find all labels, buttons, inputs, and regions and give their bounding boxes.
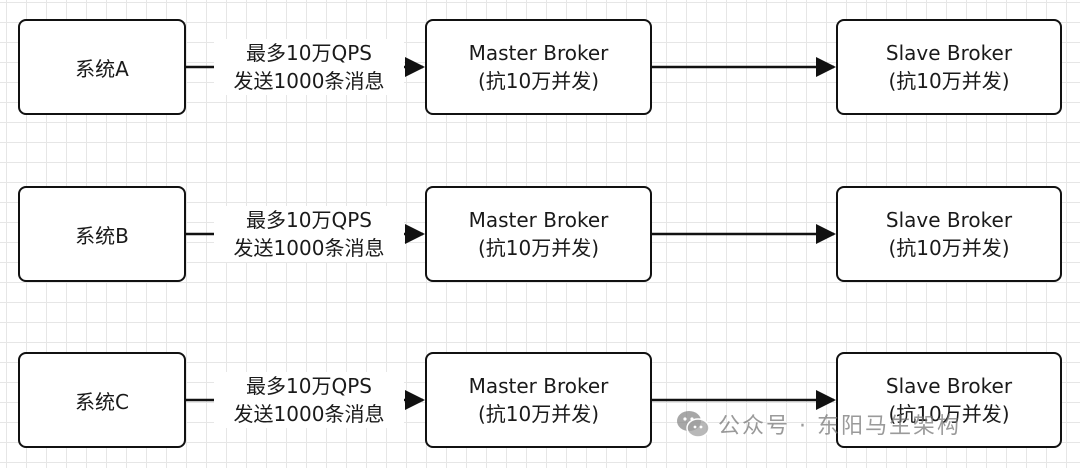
master-broker-a-title: Master Broker <box>468 41 609 65</box>
master-broker-b-box: Master Broker (抗10万并发) <box>425 186 652 282</box>
edge-label-c: 最多10万QPS 发送1000条消息 <box>214 372 404 428</box>
slave-broker-a-title: Slave Broker <box>885 41 1013 65</box>
slave-broker-a-box: Slave Broker (抗10万并发) <box>836 19 1062 115</box>
edge-label-b: 最多10万QPS 发送1000条消息 <box>214 206 404 262</box>
master-broker-b-title: Master Broker <box>468 208 609 232</box>
system-c-label: 系统C <box>75 389 129 414</box>
slave-broker-b-box: Slave Broker (抗10万并发) <box>836 186 1062 282</box>
slave-broker-c-title: Slave Broker <box>885 374 1013 398</box>
edge-label-b-line1: 最多10万QPS <box>246 208 372 232</box>
master-broker-c-box: Master Broker (抗10万并发) <box>425 352 652 448</box>
slave-broker-a-note: (抗10万并发) <box>888 69 1010 93</box>
master-broker-b-note: (抗10万并发) <box>477 236 600 260</box>
edge-label-a-line2: 发送1000条消息 <box>233 69 385 93</box>
slave-broker-c-box: Slave Broker (抗10万并发) <box>836 352 1062 448</box>
edge-label-c-line2: 发送1000条消息 <box>233 402 385 426</box>
master-broker-a-box: Master Broker (抗10万并发) <box>425 19 652 115</box>
system-a-label: 系统A <box>75 56 129 81</box>
system-a-box: 系统A <box>18 19 186 115</box>
watermark: 公众号 · 东阳马生架构 <box>676 408 961 440</box>
system-c-box: 系统C <box>18 352 186 448</box>
master-broker-c-title: Master Broker <box>468 374 609 398</box>
slave-broker-b-note: (抗10万并发) <box>888 236 1010 260</box>
edge-label-c-line1: 最多10万QPS <box>246 374 372 398</box>
edge-label-a-line1: 最多10万QPS <box>246 41 372 65</box>
slave-broker-c-note: (抗10万并发) <box>888 402 1010 426</box>
edge-label-a: 最多10万QPS 发送1000条消息 <box>214 39 404 95</box>
master-broker-c-note: (抗10万并发) <box>477 402 600 426</box>
wechat-icon <box>677 411 710 438</box>
edge-label-b-line2: 发送1000条消息 <box>233 236 385 260</box>
watermark-text: 公众号 · 东阳马生架构 <box>718 414 961 439</box>
master-broker-a-note: (抗10万并发) <box>477 69 600 93</box>
system-b-label: 系统B <box>75 223 129 248</box>
slave-broker-b-title: Slave Broker <box>885 208 1013 232</box>
system-b-box: 系统B <box>18 186 186 282</box>
